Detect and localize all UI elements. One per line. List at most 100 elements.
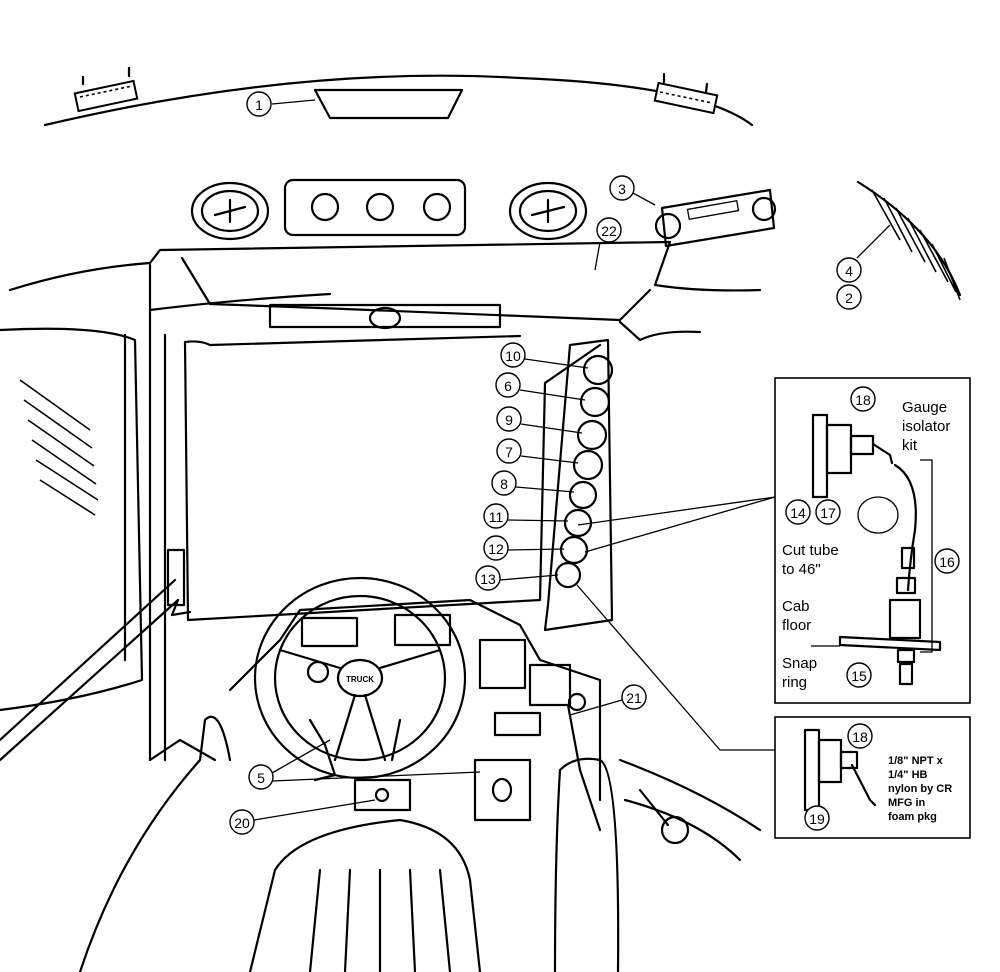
callout-number: 11: [489, 509, 504, 525]
callout-7: 7: [496, 438, 522, 464]
note-line: Gauge: [902, 399, 947, 416]
radio: [654, 188, 777, 248]
callout-number: 13: [480, 571, 496, 587]
note-line: 1/8" NPT x: [888, 755, 944, 767]
callout-17: 17: [815, 499, 841, 525]
steering-badge: TRUCK: [346, 675, 374, 684]
callout-number: 19: [809, 811, 825, 827]
callout-number: 17: [820, 505, 836, 521]
note-line: 1/4" HB: [888, 769, 928, 781]
callout-circle: [836, 284, 862, 310]
callout-2: 2: [836, 284, 862, 310]
note-line: isolator: [902, 418, 950, 435]
callout-18: 18: [847, 723, 873, 749]
callout-circle: [491, 470, 517, 496]
cab-frame: [0, 240, 762, 762]
steering-wheel: TRUCK: [253, 576, 467, 782]
callout-number: 2: [845, 290, 853, 306]
note-line: nylon by CR: [888, 783, 952, 795]
callout-circle: [475, 565, 501, 591]
cut-tube-note: Cut tube to 46": [782, 542, 839, 578]
callout-circle: [596, 217, 622, 243]
callout-21: 21: [621, 684, 647, 710]
callout-circle: [836, 257, 862, 283]
callout-number: 12: [488, 541, 504, 557]
right-clearance-light: [653, 72, 719, 115]
left-window-hatch: [19, 379, 99, 516]
callout-circle: [846, 662, 872, 688]
callout-circle: [785, 499, 811, 525]
callout-14: 14: [785, 499, 811, 525]
callout-circle: [246, 91, 272, 117]
note-line: MFG in: [888, 797, 926, 809]
note-line: Cab: [782, 598, 810, 615]
callout-circle: [934, 548, 960, 574]
callout-circle: [483, 535, 509, 561]
callout-number: 7: [505, 444, 513, 460]
callout-number: 15: [851, 668, 867, 684]
callout-9: 9: [496, 406, 522, 432]
isolator-kit-inset: [774, 377, 971, 704]
callout-8: 8: [491, 470, 517, 496]
callout-circle: [847, 723, 873, 749]
callout-circle: [621, 684, 647, 710]
callout-10: 10: [500, 342, 526, 368]
fitting-note: 1/8" NPT x 1/4" HB nylon by CR MFG in fo…: [888, 755, 952, 823]
note-line: floor: [782, 617, 811, 634]
left-clearance-light: [73, 66, 139, 113]
callout-circle: [248, 764, 274, 790]
callout-13: 13: [475, 565, 501, 591]
callout-number: 9: [505, 412, 513, 428]
callout-number: 6: [504, 378, 512, 394]
note-line: Cut tube: [782, 542, 839, 559]
headliner: [43, 66, 754, 127]
callout-number: 5: [257, 770, 265, 786]
snap-ring-note: Snap ring: [782, 655, 817, 691]
callout-19: 19: [804, 805, 830, 831]
cab-floor-note: Cab floor: [782, 598, 811, 634]
overhead-console: [190, 178, 962, 301]
door-trim: [856, 180, 962, 301]
seats: [78, 715, 762, 972]
callout-5: 5: [248, 764, 274, 790]
leader-lines: [253, 99, 891, 821]
isolator-kit-note: Gauge isolator kit: [902, 399, 950, 454]
callout-3: 3: [609, 175, 635, 201]
callout-number: 20: [234, 815, 250, 831]
callout-22: 22: [596, 217, 622, 243]
callout-number: 3: [618, 181, 626, 197]
callout-circle: [229, 809, 255, 835]
callout-number: 18: [852, 729, 868, 745]
callout-circle: [850, 386, 876, 412]
callout-circle: [496, 438, 522, 464]
note-line: Snap: [782, 655, 817, 672]
callout-circle: [815, 499, 841, 525]
callout-18: 18: [850, 386, 876, 412]
callout-15: 15: [846, 662, 872, 688]
callout-circle: [495, 372, 521, 398]
callout-11: 11: [483, 503, 509, 529]
callout-circle: [804, 805, 830, 831]
callout-number: 1: [255, 97, 263, 113]
note-line: to 46": [782, 561, 821, 578]
note-line: ring: [782, 674, 807, 691]
callout-1: 1: [246, 91, 272, 117]
note-line: foam pkg: [888, 811, 937, 823]
callout-number: 4: [845, 263, 853, 279]
callout-6: 6: [495, 372, 521, 398]
callout-20: 20: [229, 809, 255, 835]
callout-circle: [496, 406, 522, 432]
callout-circle: [500, 342, 526, 368]
callout-number: 22: [601, 223, 617, 239]
callout-number: 14: [790, 505, 806, 521]
callout-number: 18: [855, 392, 871, 408]
callout-number: 8: [500, 476, 508, 492]
callout-circle: [609, 175, 635, 201]
dashboard: [228, 598, 602, 832]
callout-number: 16: [939, 554, 955, 570]
callout-4: 4: [836, 257, 862, 283]
callout-16: 16: [934, 548, 960, 574]
callout-number: 21: [626, 690, 642, 706]
